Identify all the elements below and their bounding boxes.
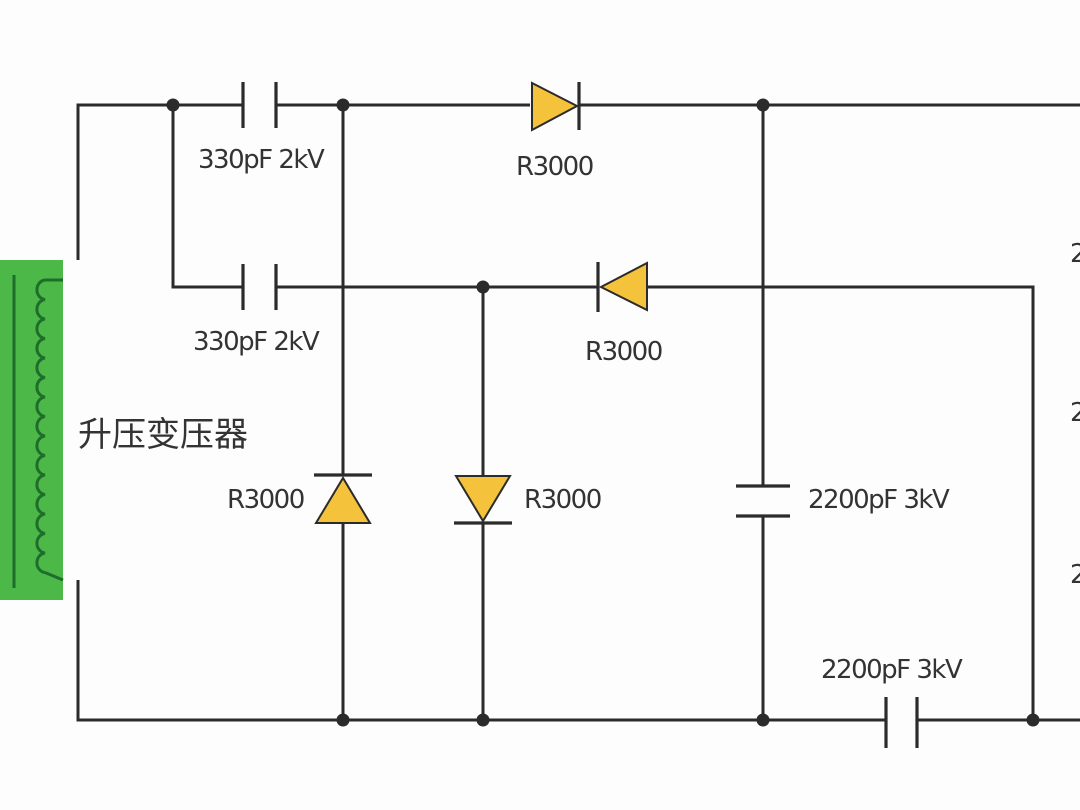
transformer: 升压变压器 xyxy=(0,260,248,600)
junction-dot xyxy=(476,713,490,727)
junction-dot xyxy=(336,713,350,727)
wire-bottom-rail-left xyxy=(76,580,886,722)
capacitor-c3-label: 2200pF 3kV xyxy=(808,485,950,515)
edge-glyph: 2 xyxy=(1070,398,1080,428)
junction-dot xyxy=(336,98,350,112)
junctions xyxy=(166,98,1040,727)
capacitor-c2-label: 330pF 2kV xyxy=(193,327,320,357)
wire-top-rail-left xyxy=(76,103,243,260)
capacitor-c1-label: 330pF 2kV xyxy=(198,145,325,175)
diode-d1: R3000 xyxy=(516,81,594,182)
edge-glyphs: 2 2 2 xyxy=(1070,239,1080,590)
wire-branch-left xyxy=(171,105,243,289)
edge-glyph: 2 xyxy=(1070,560,1080,590)
junction-dot xyxy=(166,98,180,112)
diode-d2-label: R3000 xyxy=(585,337,662,367)
transformer-body xyxy=(0,260,63,600)
transformer-label: 升压变压器 xyxy=(78,415,248,455)
junction-dot xyxy=(1026,713,1040,727)
capacitor-c4-label: 2200pF 3kV xyxy=(821,655,963,685)
junction-dot xyxy=(756,713,770,727)
coil-icon xyxy=(35,278,64,582)
capacitor-c4: 2200pF 3kV xyxy=(821,655,964,748)
diode-d4-label: R3000 xyxy=(524,485,601,515)
capacitor-c1: 330pF 2kV xyxy=(198,82,326,175)
wire-second-rail-right xyxy=(648,285,1035,720)
junction-dot xyxy=(756,98,770,112)
diode-d3-label: R3000 xyxy=(227,485,304,515)
diode-d1-label: R3000 xyxy=(516,152,593,182)
wires xyxy=(76,103,1080,722)
diode-d3: R3000 xyxy=(227,473,372,524)
edge-glyph: 2 xyxy=(1070,239,1080,269)
capacitor-c2: 330pF 2kV xyxy=(193,264,321,357)
junction-dot xyxy=(476,280,490,294)
capacitor-c3: 2200pF 3kV xyxy=(736,484,951,518)
diode-d4: R3000 xyxy=(454,475,602,525)
diode-d2: R3000 xyxy=(585,261,663,367)
